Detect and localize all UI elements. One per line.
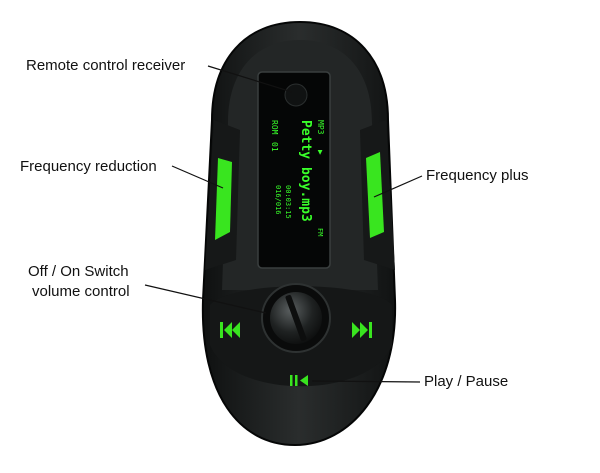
leader-remote [207, 65, 293, 93]
play-pause-button[interactable] [290, 375, 308, 386]
label-switch-line1: Off / On Switch [28, 263, 129, 280]
lcd-badge-fm: FM [316, 228, 324, 236]
leader-switch [144, 284, 267, 314]
rewind-icon [224, 322, 240, 338]
lcd-badge-rom: ROM [270, 120, 279, 135]
knob-grip [285, 294, 307, 342]
leader-freq-reduction [171, 165, 224, 189]
label-frequency-reduction: Frequency reduction [20, 158, 157, 175]
next-track-button[interactable] [352, 322, 372, 338]
fast-forward-icon [352, 322, 368, 338]
play-pause-icon [300, 375, 308, 386]
lcd-badge-mp3: MP3 [316, 120, 325, 135]
pause-bar-1 [290, 375, 293, 386]
pause-bar-2 [295, 375, 298, 386]
label-remote-control-receiver: Remote control receiver [26, 57, 186, 74]
lcd-content: MP3 ▶ ROM 01 Petty boy.mp3 00:03:15 016/… [270, 120, 325, 236]
rewind-bar [220, 322, 223, 338]
remote-receiver-sensor [284, 83, 308, 107]
lcd-filename: Petty boy.mp3 [298, 120, 313, 222]
lcd-track-number: 01 [270, 142, 279, 152]
leader-freq-plus [373, 175, 423, 198]
lcd-play-indicator: ▶ [316, 150, 325, 155]
previous-track-button[interactable] [220, 322, 240, 338]
fast-forward-bar [369, 322, 372, 338]
frequency-reduction-button[interactable] [215, 158, 232, 240]
label-switch-line2: volume control [32, 283, 130, 300]
leader-play-pause [311, 380, 421, 383]
lcd-track-count: 016/016 [274, 185, 282, 215]
frequency-plus-button[interactable] [366, 152, 384, 238]
display-screen [257, 71, 331, 269]
label-play-pause: Play / Pause [424, 373, 509, 390]
lcd-elapsed-time: 00:03:15 [284, 185, 292, 219]
label-frequency-plus: Frequency plus [426, 167, 529, 184]
